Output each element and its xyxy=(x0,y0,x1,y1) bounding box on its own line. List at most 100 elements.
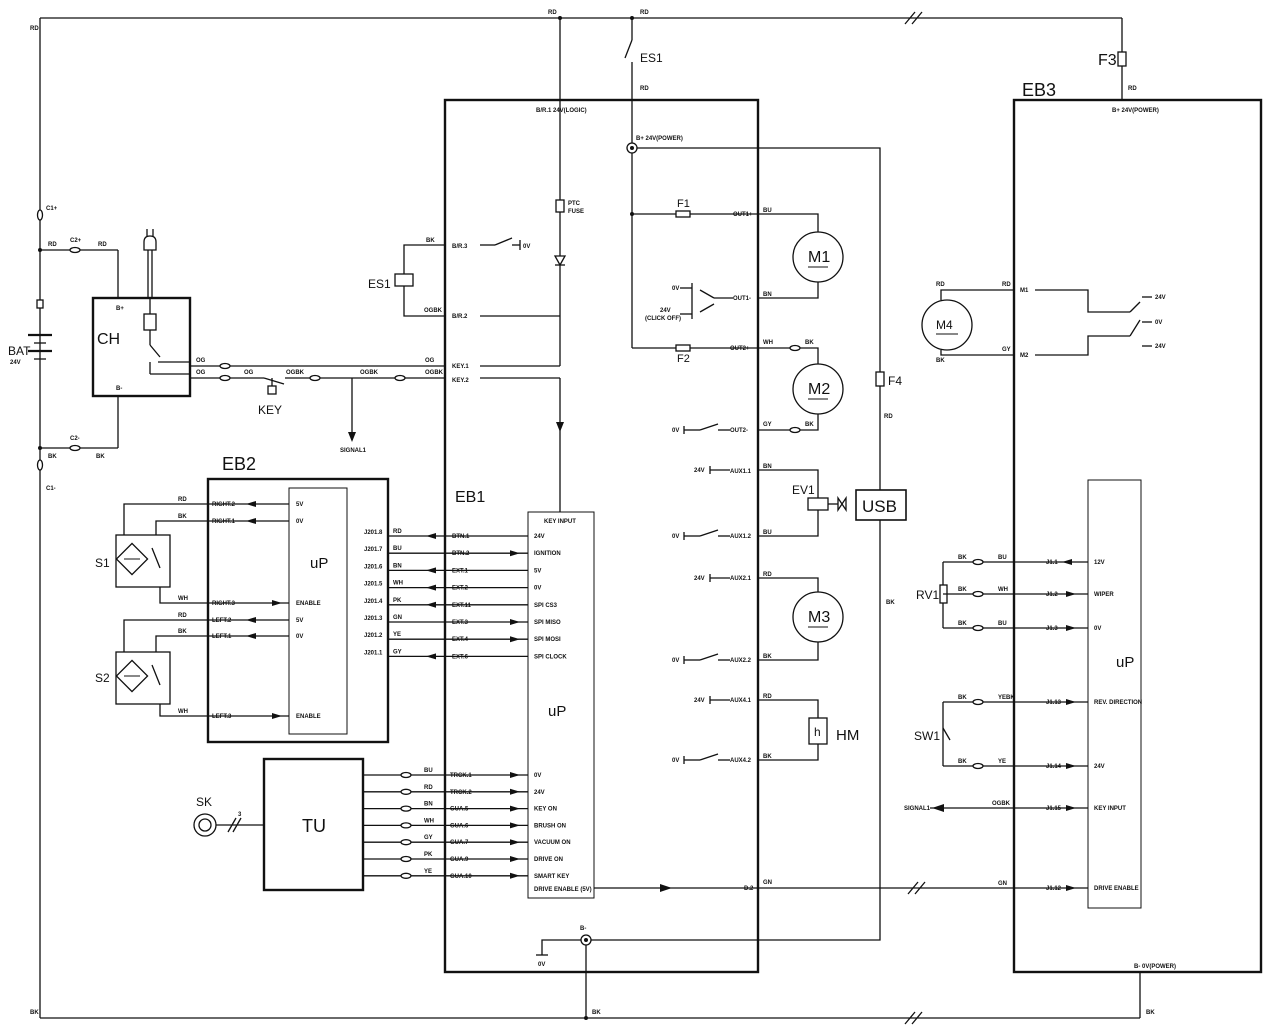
eb1-pin-label: GUA.9 xyxy=(450,857,469,863)
fuse-f4 xyxy=(875,371,885,387)
wire-color-label: WH xyxy=(424,818,434,824)
eb1-aux41: AUX4.1 xyxy=(730,698,752,704)
signal-arrow xyxy=(510,636,520,643)
wire-color-label: BU xyxy=(998,621,1007,627)
eb1-func-label: SPI CLOCK xyxy=(534,654,567,660)
eb3-power: B+ 24V(POWER) xyxy=(1112,108,1159,114)
wire-label: BK xyxy=(96,454,105,460)
eb3-sw-24v: 24V xyxy=(1155,344,1166,350)
eb2-block xyxy=(206,477,390,744)
eb3-m2: M2 xyxy=(1020,353,1029,359)
wire-color-label: BK xyxy=(958,621,967,627)
eb2-up-block xyxy=(288,487,348,735)
wire-label: BK xyxy=(426,238,435,244)
eb3-pin-label: J1.1 xyxy=(1046,560,1058,566)
eb1-key2: KEY.2 xyxy=(452,378,469,384)
eb1-power: B+ 24V(POWER) xyxy=(636,136,683,142)
wire-label: RD xyxy=(640,86,649,92)
signal-arrow xyxy=(510,872,520,879)
wire-label: RD xyxy=(936,282,945,288)
eb1-d2: D.2 xyxy=(744,886,754,892)
eb1-func-label: 5V xyxy=(534,568,541,574)
eb1-aux11: AUX1.1 xyxy=(730,469,752,475)
es1-contact-label: ES1 xyxy=(640,51,663,65)
aux-24v: 24V xyxy=(694,576,705,582)
key-label: KEY xyxy=(258,403,282,417)
aux-24v: 24V xyxy=(694,698,705,704)
eb1-func-label: BRUSH ON xyxy=(534,823,566,829)
motor-m4-icon xyxy=(921,299,973,351)
eb1-out1p: OUT1+ xyxy=(733,212,753,218)
eb1-func-label: SMART KEY xyxy=(534,874,569,880)
eb1-outputs: OUT1+ OUT1- OUT2+ OUT2- AUX1.1 AUX1.2 AU… xyxy=(730,212,754,892)
signal1-label: SIGNAL1 xyxy=(340,448,367,454)
j201-pin: J201.5 xyxy=(364,582,383,588)
eb3-bminus: B- 0V(POWER) xyxy=(1134,964,1176,970)
wire-label: BK xyxy=(886,600,895,606)
eb1-pin-label: EXT.6 xyxy=(452,654,469,660)
eb1-func-label: IGNITION xyxy=(534,551,561,557)
eb3-m1: M1 xyxy=(1020,288,1029,294)
eb3-pin-label: J1.12 xyxy=(1046,886,1062,892)
eb3-func-label: 24V xyxy=(1094,764,1105,770)
eb1-pin-label: BTN.2 xyxy=(452,551,470,557)
eb3-up-label: uP xyxy=(1116,654,1134,671)
eb1-aux42: AUX4.2 xyxy=(730,758,752,764)
eb1-out2m: OUT2- xyxy=(730,428,748,434)
signal-arrow xyxy=(426,533,436,539)
wire-label: RD xyxy=(884,414,893,420)
eb1-key1: KEY.1 xyxy=(452,364,469,370)
eb1-gnd-0v: 0V xyxy=(538,962,545,968)
signal-arrow xyxy=(510,550,520,557)
tu-label: TU xyxy=(302,816,326,836)
out1-24v: 24V xyxy=(660,308,671,314)
wire-color-label: OGBK xyxy=(992,801,1011,807)
wire-connector xyxy=(400,872,412,879)
eb1-aux12: AUX1.2 xyxy=(730,534,752,540)
signal-arrow xyxy=(246,501,256,507)
eb3-pin-label: J1.14 xyxy=(1046,764,1062,770)
wire-label: RD xyxy=(763,572,772,578)
eb2-pin-label: RIGHT.3 xyxy=(212,601,236,607)
fuse-f2-label: F2 xyxy=(677,353,690,365)
connector-c2m: C2- xyxy=(70,436,80,442)
eb3-func-label: DRIVE ENABLE xyxy=(1094,886,1139,892)
wire-label: RD xyxy=(48,242,57,248)
eb1-up-label: uP xyxy=(548,703,566,720)
aux-0v: 0V xyxy=(672,428,679,434)
motor-m3-icon xyxy=(792,591,844,643)
eb1-up-block xyxy=(527,511,595,899)
wire-color-label: PK xyxy=(424,852,433,858)
wire-connector xyxy=(972,624,984,632)
signal-arrow xyxy=(510,822,520,829)
motor-m4-label: M4 xyxy=(936,318,953,332)
hour-meter-icon xyxy=(808,717,828,745)
fuse-f1 xyxy=(675,210,691,218)
wire-color-label: BK xyxy=(958,695,967,701)
eb1-label: EB1 xyxy=(455,489,485,506)
eb1-func-label: 0V xyxy=(534,586,541,592)
wire-connector xyxy=(972,762,984,770)
j201-pin: J201.3 xyxy=(364,616,383,622)
wire-label: BK xyxy=(763,654,772,660)
wire-color-label: YEBK xyxy=(998,695,1015,701)
signal-arrow xyxy=(510,788,520,795)
eb1-pin-label: BTN.1 xyxy=(452,534,470,540)
wire-color-label: GY xyxy=(393,649,402,655)
signal-arrow xyxy=(426,567,436,574)
eb1-pin-og: OG xyxy=(425,358,435,364)
wire-color-label: BN xyxy=(393,563,402,569)
key-switch-icon xyxy=(263,377,285,395)
battery xyxy=(28,299,52,360)
eb2-func-label: 0V xyxy=(296,634,303,640)
wire-label: BK xyxy=(30,1010,39,1016)
sensor-s1-label: S1 xyxy=(95,556,110,570)
eb1-pin-label: EXT.4 xyxy=(452,637,469,643)
supply-bus xyxy=(39,11,1141,1025)
motor-m2-icon xyxy=(792,363,844,415)
wire-label: RD xyxy=(1128,86,1137,92)
wire-label: WH xyxy=(763,340,773,346)
wire-connector xyxy=(400,822,412,829)
fuse-label: FUSE xyxy=(568,209,584,215)
signal-arrow xyxy=(426,584,436,591)
